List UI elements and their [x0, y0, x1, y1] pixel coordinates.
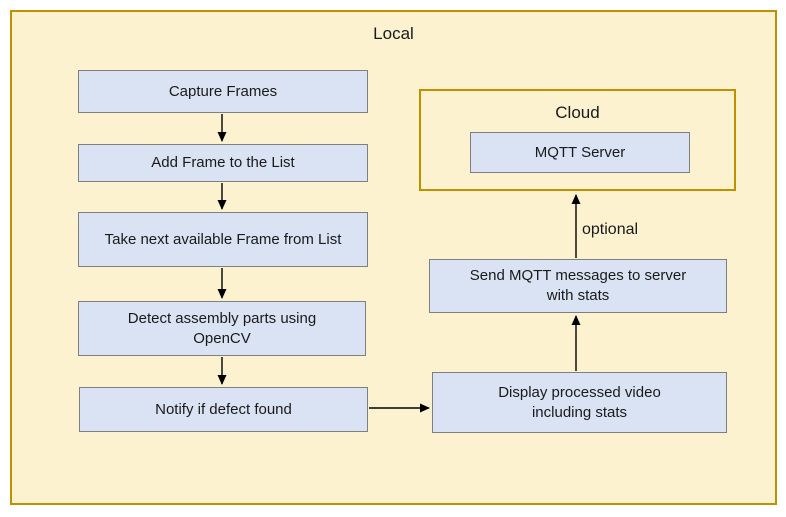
node-label: Detect assembly parts using OpenCV — [127, 309, 317, 347]
cloud-boundary-box: Cloud — [419, 89, 736, 191]
node-take-next-frame: Take next available Frame from List — [78, 212, 368, 267]
node-label: Display processed video including stats — [498, 383, 661, 421]
node-notify-defect: Notify if defect found — [79, 387, 368, 432]
node-label: MQTT Server — [534, 143, 626, 161]
node-label: Send MQTT messages to server with stats — [469, 267, 687, 304]
node-label: Take next available Frame from List — [104, 230, 342, 248]
node-mqtt-server: MQTT Server — [470, 132, 690, 173]
node-capture-frames: Capture Frames — [78, 70, 368, 113]
node-send-mqtt-messages: Send MQTT messages to server with stats — [429, 259, 727, 313]
node-display-video-stats: Display processed video including stats — [432, 372, 727, 433]
node-label: Capture Frames — [168, 82, 278, 100]
node-label: Notify if defect found — [155, 400, 292, 418]
node-add-frame-to-list: Add Frame to the List — [78, 144, 368, 182]
cloud-label: Cloud — [555, 103, 600, 122]
node-label: Add Frame to the List — [151, 154, 295, 172]
node-detect-parts-opencv: Detect assembly parts using OpenCV — [78, 301, 366, 356]
local-label: Local — [373, 24, 414, 43]
optional-label: optional — [582, 221, 639, 238]
